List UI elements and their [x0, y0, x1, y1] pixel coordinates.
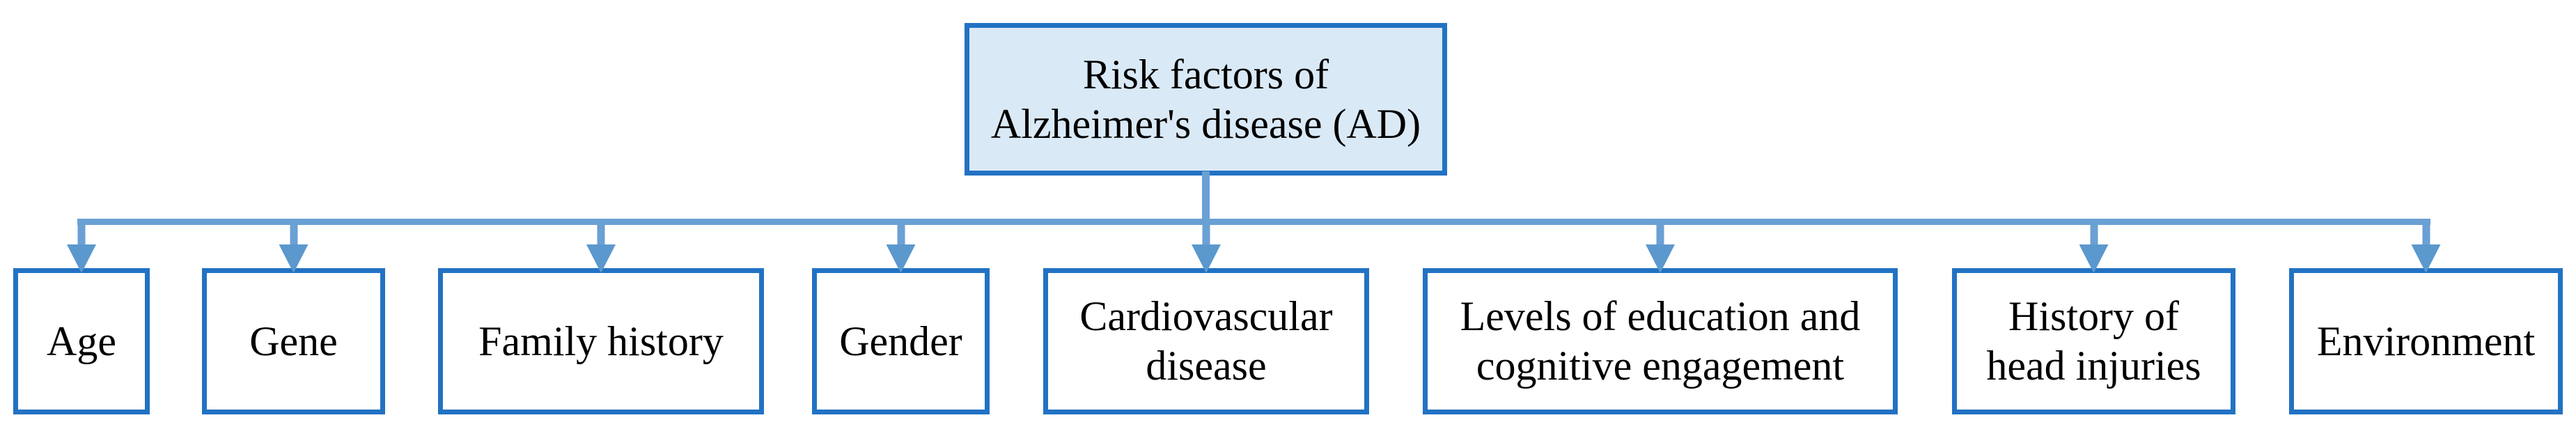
child-node-education-cognitive-engagement: Levels of education and cognitive engage… [1423, 224, 1898, 414]
child-node-label: Age [47, 318, 116, 364]
connector-rail [77, 219, 2430, 225]
root-node-label: Risk factors of Alzheimer's disease (AD) [990, 51, 1421, 147]
down-arrow-icon [1192, 224, 1221, 273]
child-node-family-history: Family history [438, 224, 764, 414]
child-node-label: Gender [839, 318, 962, 364]
child-node-label: Cardiovascular disease [1079, 293, 1333, 389]
child-node-gender: Gender [812, 224, 990, 414]
child-node-label: Gene [249, 318, 338, 364]
child-node-head-injuries: History of head injuries [1952, 224, 2235, 414]
child-node-age: Age [13, 224, 150, 414]
child-node-label: Environment [2316, 318, 2536, 364]
child-node-label: Family history [478, 318, 724, 364]
down-arrow-icon [2411, 224, 2441, 273]
child-node-label: History of head injuries [1986, 293, 2201, 389]
down-arrow-icon [2079, 224, 2109, 273]
child-node-environment: Environment [2289, 224, 2563, 414]
down-arrow-icon [279, 224, 309, 273]
child-node-label: Levels of education and cognitive engage… [1460, 293, 1861, 389]
child-node-cardiovascular-disease: Cardiovascular disease [1043, 224, 1369, 414]
down-arrow-icon [1646, 224, 1675, 273]
down-arrow-icon [67, 224, 96, 273]
root-node-risk-factors: Risk factors of Alzheimer's disease (AD) [965, 23, 1447, 176]
down-arrow-icon [586, 224, 616, 273]
root-connector-stem [1202, 171, 1210, 224]
down-arrow-icon [886, 224, 916, 273]
child-node-gene: Gene [202, 224, 385, 414]
